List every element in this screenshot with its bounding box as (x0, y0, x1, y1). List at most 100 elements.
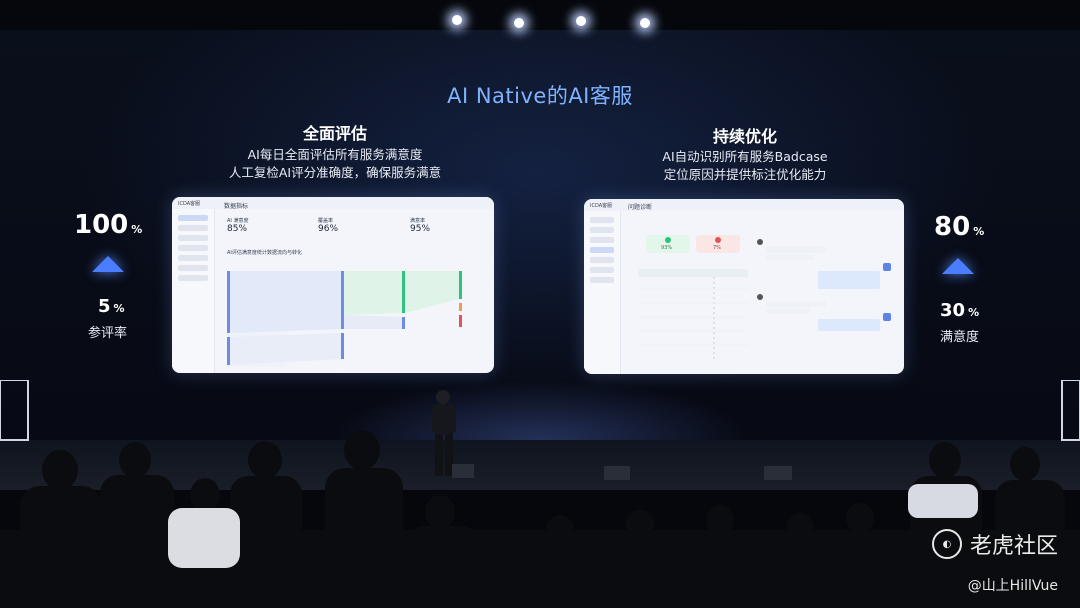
sankey-node (459, 315, 462, 327)
stage-monitor (452, 464, 474, 478)
avatar (883, 263, 891, 271)
avatar (757, 294, 763, 300)
right-stat-label: 满意度 (940, 330, 980, 345)
sidebar-item (590, 247, 614, 253)
panel-topbar (584, 199, 904, 211)
chat-bubble (766, 309, 810, 314)
stage-monitor (604, 466, 630, 480)
sankey-flow (344, 271, 402, 315)
left-description: AI每日全面评估所有服务满意度 人工复检AI评分准确度，确保服务满意 (180, 146, 490, 182)
right-line-1: AI自动识别所有服务Badcase (662, 149, 828, 164)
stage-floor (0, 440, 1080, 490)
sankey-node (341, 271, 344, 329)
left-dashboard-panel: ICDA客服 数据指标 AI 满意度 85% 覆盖率 96% 满意率 95% A… (172, 197, 494, 373)
chat-bubble (766, 255, 814, 260)
speaker-torso (432, 404, 456, 434)
panel-page-title: 数据指标 (224, 203, 249, 210)
sidebar-item (590, 257, 614, 263)
right-stat-small: 30% (940, 300, 979, 321)
kpi-value: 85% (227, 224, 248, 234)
watermark: ◐ 老虎社区 (931, 528, 1058, 560)
chat-bubble (766, 246, 826, 253)
sidebar-item (178, 225, 208, 231)
ceiling-light (640, 18, 650, 28)
left-stat-small-unit: % (113, 302, 125, 315)
sankey-node (341, 333, 344, 359)
speaker-head (436, 390, 450, 404)
right-stat-big: 80% (934, 212, 984, 242)
chat-transcript (757, 239, 891, 331)
sidebar-item (590, 237, 614, 243)
arrow-up-icon (942, 258, 974, 274)
arrow-up-icon (92, 256, 124, 272)
stage-glow (330, 380, 750, 440)
kpi-value: 96% (318, 224, 339, 234)
sidebar-item (178, 235, 208, 241)
kpi-label: 满意率 (410, 218, 426, 224)
tiger-community-logo-icon: ◐ (931, 529, 962, 559)
panel-tab: AI评估满意度统计 (227, 250, 267, 256)
sankey-flow (230, 333, 342, 365)
sankey-node (402, 317, 405, 329)
stage-monitor (764, 466, 792, 480)
sidebar-item (178, 255, 208, 261)
panel-tab: 数据流向与转化 (267, 250, 303, 256)
white-shirt-person (908, 484, 978, 518)
kpi-value: 95% (410, 224, 431, 234)
right-stat-big-value: 80 (934, 212, 971, 242)
panel-page-title: 问题诊断 (628, 204, 653, 211)
sankey-node (459, 271, 462, 299)
panel-sidebar (584, 211, 621, 374)
sidebar-item (178, 275, 208, 281)
kpi-label: AI 满意度 (227, 218, 249, 224)
speaker-leg (435, 434, 443, 476)
check-icon (665, 237, 671, 243)
sankey-chart (227, 271, 462, 367)
sankey-flow (230, 271, 342, 333)
chat-bubble (818, 319, 880, 331)
sidebar-item (590, 217, 614, 223)
right-stat-small-value: 30 (940, 300, 966, 321)
kpi-card: 7% (696, 235, 740, 253)
panel-app-name: ICDA客服 (178, 201, 201, 207)
sidebar-item (178, 215, 208, 221)
left-stat-big: 100% (74, 210, 142, 240)
avatar (757, 239, 763, 245)
panel-sidebar (172, 209, 215, 373)
right-stat-big-unit: % (973, 225, 985, 238)
sankey-node (227, 271, 230, 333)
kpi-label: 覆盖率 (318, 218, 334, 224)
table-header (638, 269, 748, 277)
issue-table (638, 269, 748, 359)
right-heading: 持续优化 (712, 127, 777, 146)
chat-bubble (818, 271, 880, 289)
sidebar-item (590, 267, 614, 273)
sidebar-item (178, 245, 208, 251)
sidebar-item (590, 277, 614, 283)
sidebar-item (178, 265, 208, 271)
left-stat-label: 参评率 (88, 326, 128, 341)
stage-and-audience (0, 380, 1080, 608)
right-dashboard-panel: ICDA客服 问题诊断 93% 7% (584, 199, 904, 374)
watermark-brand: 老虎社区 (969, 534, 1058, 559)
right-stat-small-unit: % (968, 306, 980, 319)
ceiling-light (576, 16, 586, 26)
avatar (883, 313, 891, 321)
audience-silhouettes (0, 430, 1080, 608)
sankey-flow (405, 271, 459, 313)
left-stat-big-unit: % (131, 223, 143, 236)
left-heading: 全面评估 (302, 124, 367, 143)
kpi-value: 93% (661, 245, 673, 251)
left-line-2: 人工复检AI评分准确度，确保服务满意 (228, 165, 442, 180)
ceiling-light (514, 18, 524, 28)
left-stat-small: 5% (98, 296, 125, 317)
chat-bubble (766, 301, 826, 307)
white-shirt-person (168, 508, 240, 568)
ceiling-light (452, 15, 462, 25)
sankey-node (402, 271, 405, 313)
kpi-card: 93% (646, 235, 690, 253)
close-icon (715, 237, 721, 243)
slide-title: AI Native的AI客服 (447, 84, 633, 108)
panel-app-name: ICDA客服 (590, 203, 613, 209)
